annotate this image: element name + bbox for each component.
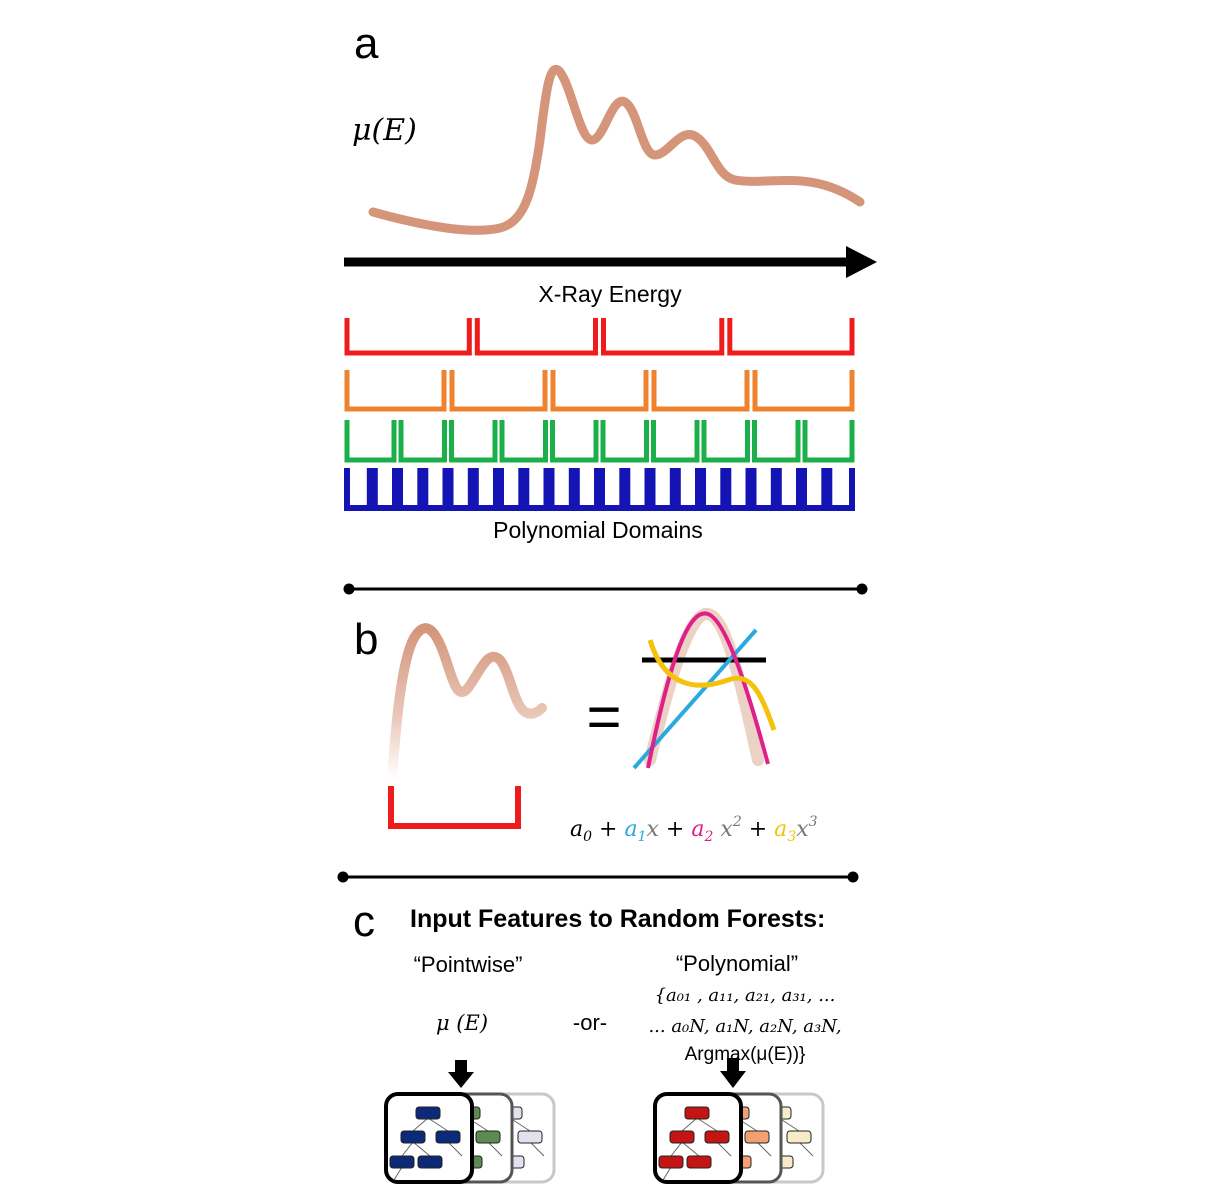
eq-a2: a (691, 817, 704, 842)
polynomial-features-line-3: Argmax(μ(E))} (685, 1044, 806, 1065)
polynomial-domains-label: Polynomial Domains (493, 517, 703, 543)
panel-c-title: Input Features to Random Forests: (410, 905, 825, 933)
panel-c: c Input Features to Random Forests: “Poi… (353, 897, 842, 1184)
pointwise-input-arrow (448, 1060, 474, 1088)
domain-row-10-segments (344, 420, 855, 463)
polynomial-domain-rows (344, 318, 855, 511)
eq-a3-sub: 3 (787, 829, 796, 845)
panel-b: b = a0 + a1x + a2 x2 + a3x3 (354, 608, 818, 845)
or-label: -or- (573, 1010, 607, 1035)
tree-node (744, 1130, 770, 1144)
eq-a1-sub: 1 (638, 829, 647, 845)
absorption-spectrum-curve (368, 65, 865, 235)
domain-bracket (388, 786, 521, 829)
panel-c-letter: c (353, 897, 375, 946)
tree-node (658, 1155, 684, 1169)
panel-a: a μ(E) X-Ray Energy Polynomial Domains (344, 19, 877, 543)
polynomial-input-arrow (720, 1058, 746, 1088)
eq-plus-1: + (592, 817, 624, 842)
eq-x3-sup: 3 (809, 814, 818, 830)
domain-row-20-segments (344, 468, 855, 511)
domain-row-5-segments (344, 370, 855, 412)
eq-a3: a (774, 817, 787, 842)
eq-x1: x (647, 817, 660, 842)
decision-tree-card (653, 1092, 743, 1184)
pointwise-feature: μ (E) (436, 1011, 488, 1035)
decision-tree-card (384, 1092, 474, 1184)
eq-x2: x (713, 817, 733, 842)
tree-node (417, 1155, 443, 1169)
panel-b-letter: b (354, 615, 378, 664)
eq-x3: x (796, 817, 809, 842)
tree-node (389, 1155, 415, 1169)
domain-row-4-segments (344, 318, 855, 356)
mu-e-label: μ(E) (352, 113, 417, 148)
eq-a0-sub: 0 (583, 829, 592, 845)
eq-x2-sup: 2 (732, 814, 742, 830)
tree-node (517, 1130, 543, 1144)
random-forest-icon-polynomial (653, 1092, 825, 1184)
polynomial-features-line-1: {a₀₁ , a₁₁, a₂₁, a₃₁, ... (655, 985, 836, 1006)
eq-a1: a (624, 817, 637, 842)
eq-plus-3: + (742, 817, 774, 842)
tree-node (415, 1106, 441, 1120)
tree-node (704, 1130, 730, 1144)
divider-b-c (337, 871, 859, 883)
tree-node (435, 1130, 461, 1144)
tree-node (786, 1130, 812, 1144)
spectrum-segment-curve (387, 623, 547, 785)
tree-node (684, 1106, 710, 1120)
tree-node (400, 1130, 426, 1144)
x-ray-energy-label: X-Ray Energy (538, 281, 682, 307)
divider-a-b (343, 583, 868, 595)
equals-sign: = (586, 683, 621, 750)
random-forest-icon-pointwise (384, 1092, 556, 1184)
energy-axis-arrow (344, 246, 877, 278)
polynomial-label: “Polynomial” (676, 951, 798, 976)
panel-a-letter: a (354, 19, 379, 68)
tree-node (686, 1155, 712, 1169)
eq-a2-sub: 2 (703, 829, 713, 845)
polynomial-equation: a0 + a1x + a2 x2 + a3x3 (570, 814, 818, 845)
tree-node (475, 1130, 501, 1144)
tree-node (669, 1130, 695, 1144)
pointwise-label: “Pointwise” (414, 952, 523, 977)
polynomial-decomposition (632, 608, 777, 770)
eq-a0: a (570, 817, 583, 842)
cubic-term-curve (647, 639, 777, 731)
eq-plus-2: + (659, 817, 691, 842)
quadratic-term-curve (646, 611, 770, 769)
polynomial-features-line-2: ... a₀N, a₁N, a₂N, a₃N, (648, 1016, 841, 1037)
